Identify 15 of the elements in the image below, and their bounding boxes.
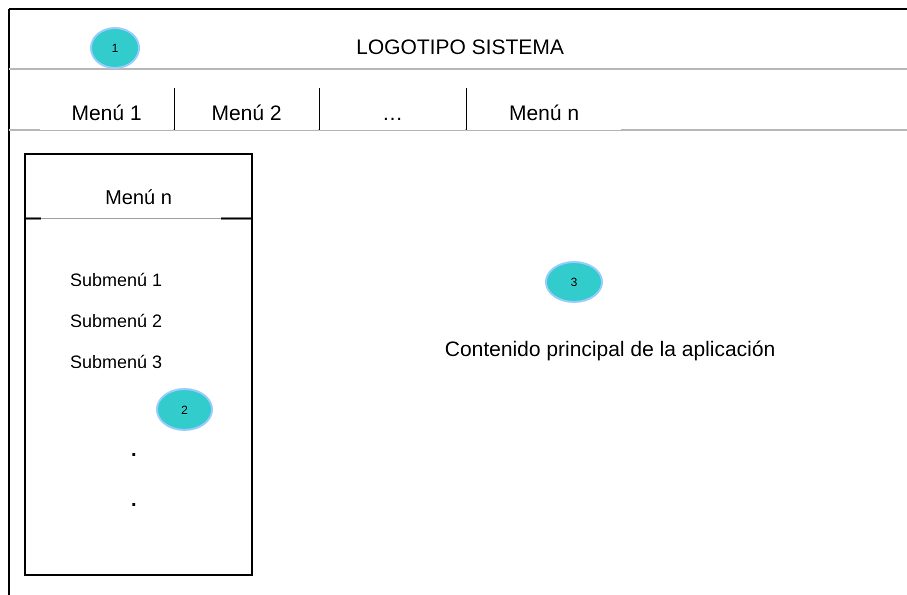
submenu-item: Submenú 1 [70,270,162,291]
submenu-item: Submenú 2 [70,311,162,332]
menu-tab: … [319,88,465,130]
content-caption: Contenido principal de la aplicación [444,338,776,362]
side-menu-panel [24,153,253,576]
header-title: LOGOTIPO SISTEMA [355,36,565,60]
ellipsis-dot: . [131,439,137,462]
submenu-item: Submenú 3 [70,352,162,373]
ellipsis-dot: . [131,489,137,512]
number-badge: 2 [156,388,213,431]
number-badge: 3 [545,261,603,303]
number-badge: 1 [90,27,140,69]
menu-tab: Menú 2 [174,88,318,130]
menu-heading: Menú n [104,187,173,210]
menu-tab: Menú n [466,88,621,130]
